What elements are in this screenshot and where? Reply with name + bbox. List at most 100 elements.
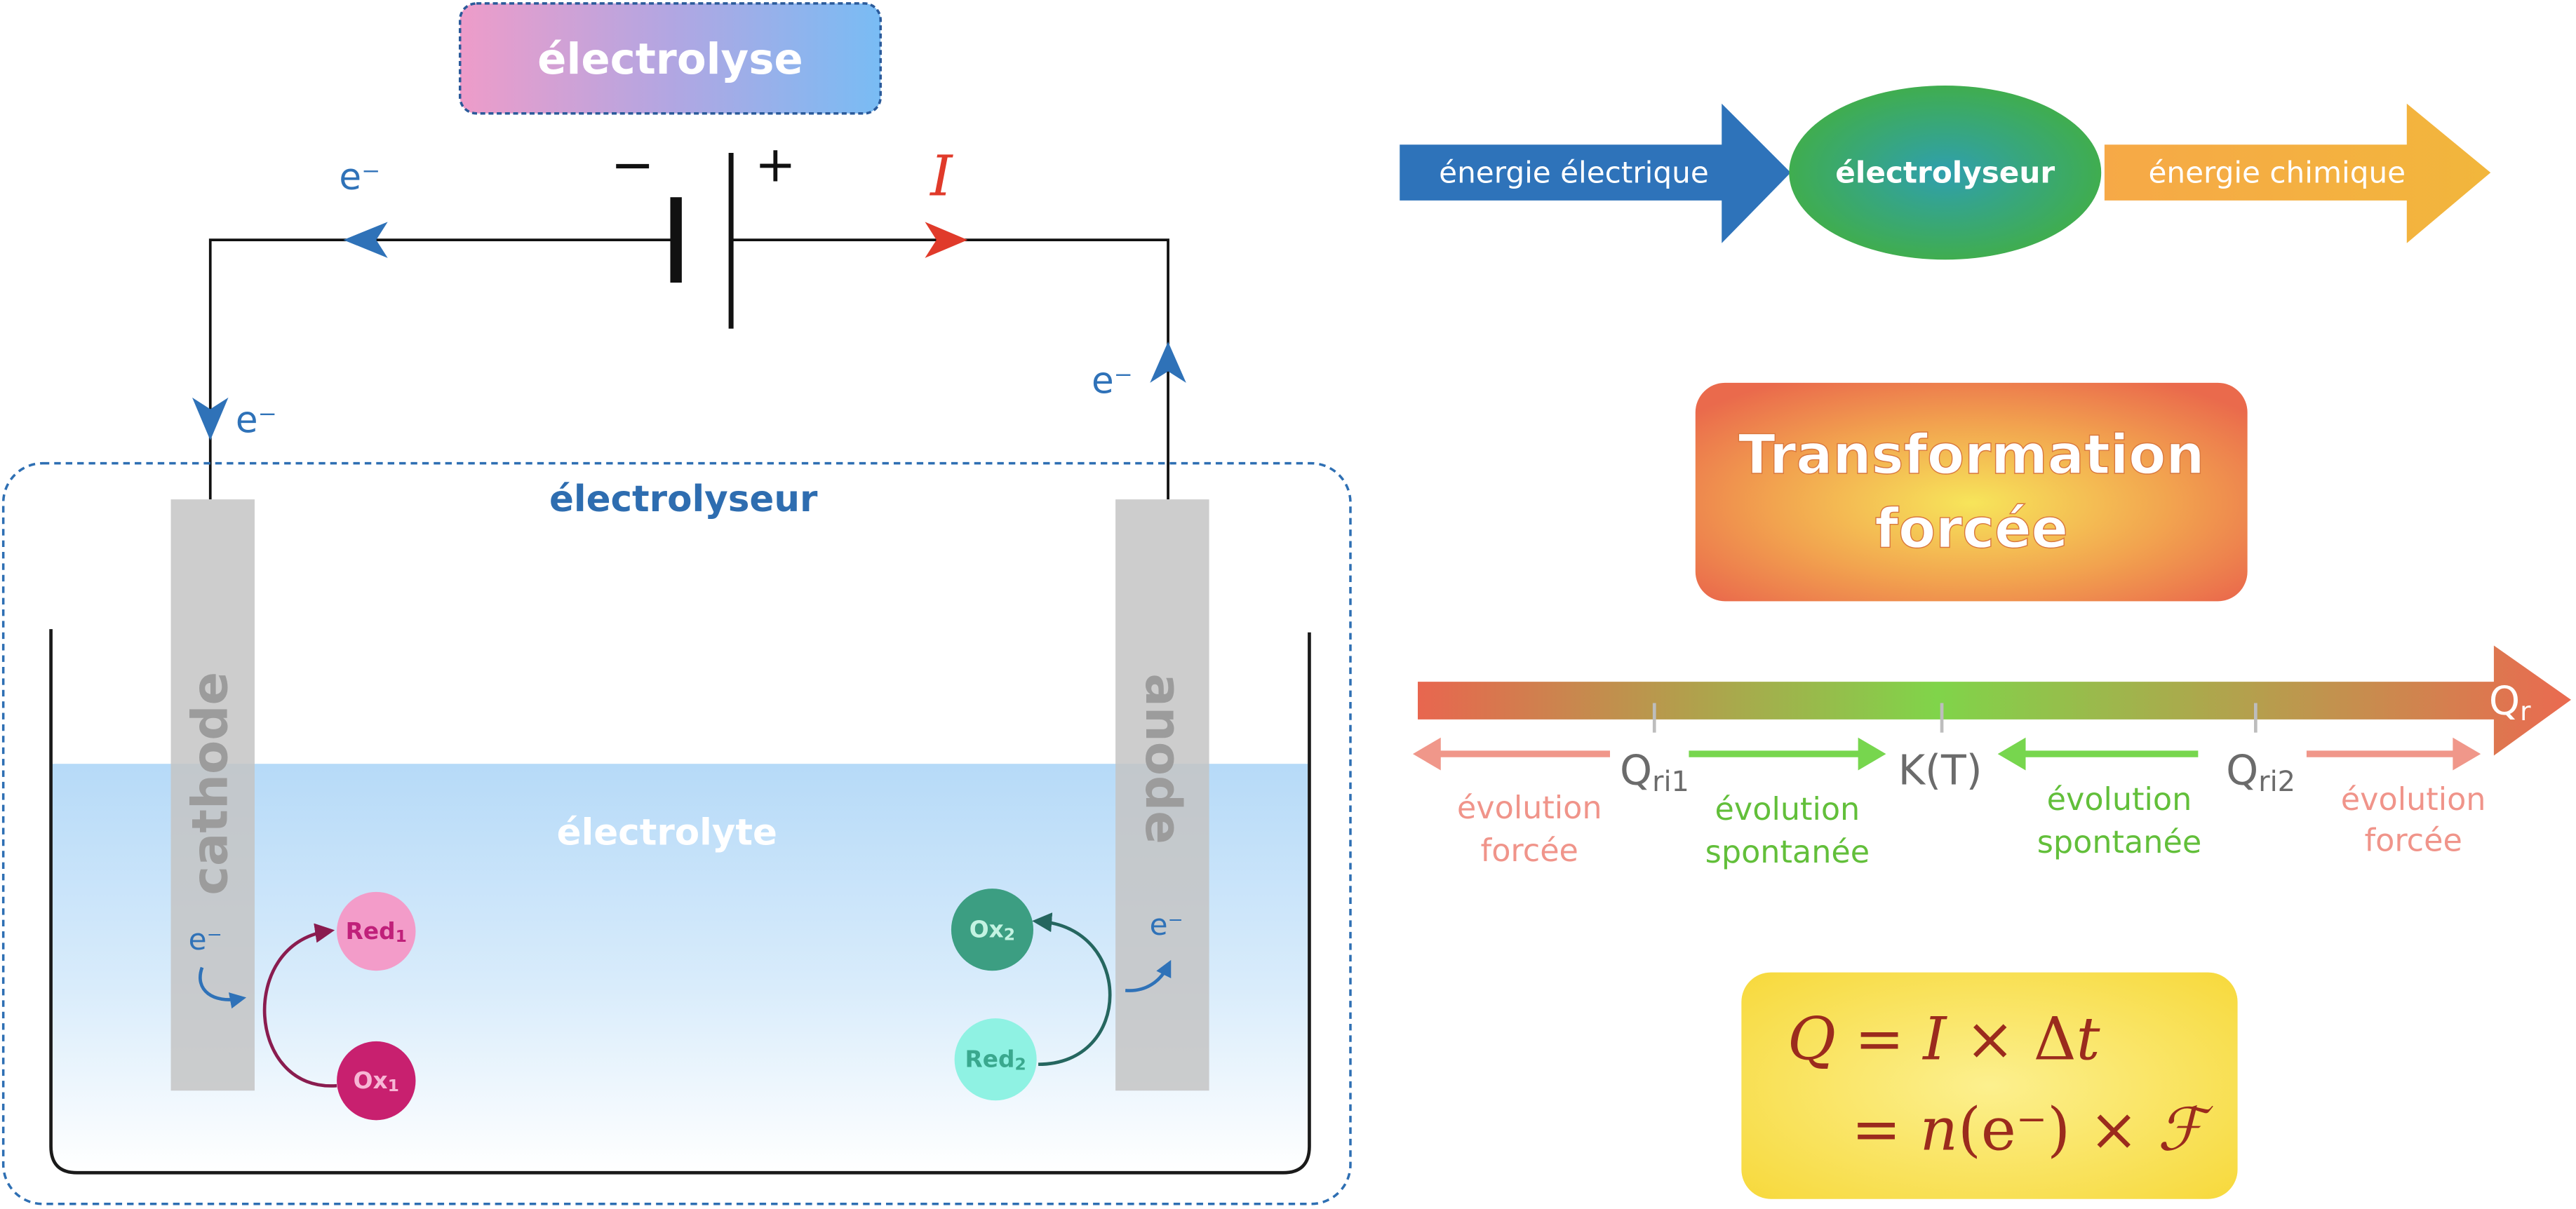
electrolyte-label: électrolyte [557,812,777,854]
ox2-subscript: 2 [1004,925,1015,945]
region-spontaneous-right: évolution spontanée [2037,782,2201,860]
red2-label: Red2 [965,1046,1026,1074]
marker-equilibrium: K(T) [1898,747,1983,795]
title-box: électrolyse [458,2,882,115]
ox2-label: Ox2 [970,917,1015,945]
wire-left [208,238,676,500]
reduction-arrow-icon [262,923,337,1088]
ox2-circle [951,889,1034,971]
anode-electrode: anode [1115,499,1209,1091]
axis-label-subscript: r [2520,696,2531,727]
electrical-energy-arrow [1400,103,1791,243]
region-label-line2: forcée [2364,823,2462,859]
anode-reaction: e⁻ Ox2 Red2 [951,889,1183,1101]
region-forced-left: évolution forcée [1457,790,1602,869]
formula-box: Q = I × Δt = n(e⁻) × ℱ [1741,972,2238,1199]
electrical-energy-label: énergie électrique [1439,156,1709,190]
marker-qri1-main: Q [1620,747,1652,795]
species-red1: Red1 [337,891,416,971]
region-label-line2: spontanée [1705,835,1870,870]
current-arrow-icon [925,222,968,258]
cell-label: électrolyseur [549,478,818,520]
region-label-line1: évolution [2047,782,2192,818]
red1-label: Red1 [346,918,407,946]
formula-line1: Q = I × Δt [1787,1005,2100,1074]
electrolytic-cell: électrolyseur électrolyte cathode anode … [1,461,1352,1205]
species-ox1: Ox1 [337,1041,416,1121]
formula-part: = [1851,1095,1919,1163]
formula-current-symbol: I [1921,1005,1947,1074]
region-label-line2: forcée [1481,833,1578,869]
circuit: − + e⁻ I e⁻ e⁻ [192,133,1186,500]
chemical-energy-arrow [2104,103,2491,243]
formula-line2: = n(e⁻) × ℱ [1851,1095,2213,1163]
electrolyte-liquid [52,764,1308,1171]
spontaneous-right-arrow-icon [1689,737,1886,771]
cathode-label: cathode [182,672,239,896]
red2-subscript: 2 [1014,1055,1026,1074]
anode-electron-label: e⁻ [1150,907,1183,942]
transformation-line1: Transformation [1738,424,2204,487]
beaker-outline [49,629,1311,1175]
formula-amount-symbol: n [1920,1095,1958,1163]
electrolyzer-ellipse [1789,85,2102,260]
formula-time-symbol: t [2077,1005,2100,1074]
ox2-name: Ox [970,917,1004,943]
battery-negative-plate [670,197,682,283]
red1-name: Red [346,918,396,945]
red1-circle [337,891,416,971]
formula-part: × Δ [1947,1005,2077,1074]
formula-charge-symbol: Q [1787,1005,1836,1074]
oxidation-arrow-icon [1032,912,1112,1067]
species-red2: Red2 [954,1018,1037,1101]
chemical-energy-label: énergie chimique [2148,156,2406,190]
electron-arrow-left-icon [192,397,229,440]
spontaneous-left-arrow-icon [1997,737,2199,771]
anode-electron-arrow-icon [1125,959,1172,992]
electron-arrow-top-icon [343,222,388,258]
axis-label-main: Q [2489,679,2520,724]
region-label-line2: spontanée [2037,825,2201,860]
cathode-electrode: cathode [170,499,255,1091]
anode-label: anode [1134,673,1192,844]
transformation-background [1695,382,2248,602]
ox1-name: Ox [354,1067,388,1094]
marker-qri2-subscript: ri2 [2258,766,2295,798]
formula-part: = [1836,1005,1923,1074]
marker-qri1: Qri1 [1620,747,1689,798]
formula-background [1741,972,2238,1199]
formula-part: (e⁻) × [1958,1095,2157,1163]
cell-boundary [1,461,1352,1205]
transformation-box: Transformation forcée [1695,382,2248,602]
axis-bar-arrow [1418,645,2571,756]
current-label: I [929,143,953,208]
minus-sign: − [610,133,655,195]
axis-label: Qr [2489,679,2531,727]
species-ox2: Ox2 [951,889,1034,971]
region-label-line1: évolution [1715,792,1860,828]
wire-right [731,238,1169,500]
title-background [458,2,882,115]
red2-name: Red [965,1046,1015,1073]
electron-arrow-right-icon [1150,342,1186,383]
electron-label-left: e⁻ [236,400,277,442]
electron-label-right: e⁻ [1092,360,1133,403]
ox1-circle [337,1041,416,1121]
plus-sign: + [755,135,796,193]
forced-left-arrow-icon [1412,737,1610,771]
battery-icon [670,152,734,329]
transformation-line2: forcée [1874,497,2067,560]
marker-qri2-main: Q [2226,747,2258,795]
ox1-subscript: 1 [388,1076,399,1095]
electron-label-top: e⁻ [339,156,380,198]
cathode-bar [170,499,255,1091]
cathode-electron-label: e⁻ [189,922,222,957]
ox1-label: Ox1 [354,1067,399,1095]
reaction-quotient-axis: Qr Qri1 K(T) Qri2 évolution forcée [1412,645,2571,870]
red1-subscript: 1 [396,926,407,946]
electrolyzer-label: électrolyseur [1835,156,2055,190]
title-text: électrolyse [537,34,803,84]
cathode-reaction: e⁻ Red1 Ox1 [189,891,416,1121]
forced-right-arrow-icon [2306,737,2481,771]
